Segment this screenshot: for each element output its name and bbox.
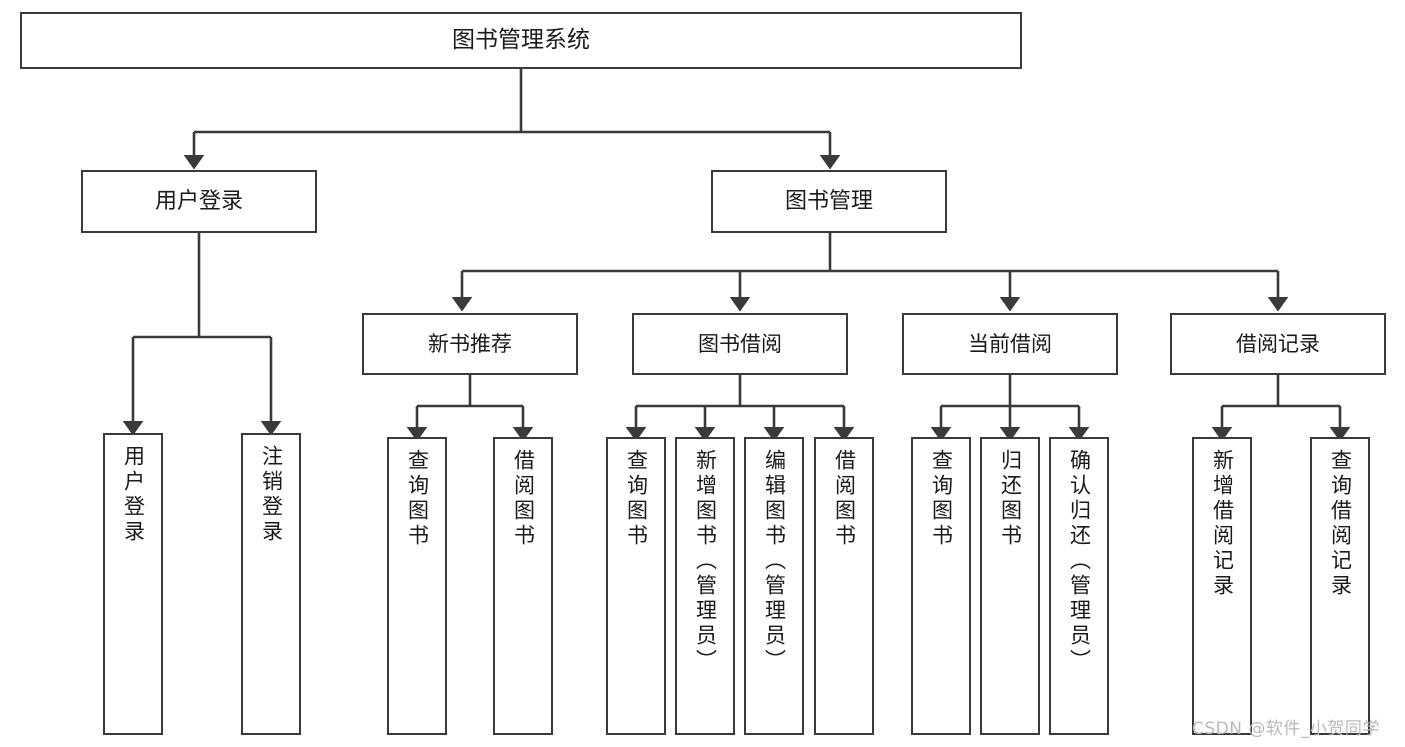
edge-root-to-tier2 [183,69,841,170]
node-label: 图书借阅 [698,331,782,356]
node-label: 用户登录 [121,445,146,545]
node-label: 确认归还（管理员） [1067,449,1092,674]
leaf-current-borrow-query-book[interactable]: 查询图书 [911,437,971,735]
node-root-library-management-system[interactable]: 图书管理系统 [20,12,1022,69]
node-borrowing-record[interactable]: 借阅记录 [1170,313,1386,375]
node-label: 新书推荐 [428,331,512,356]
node-label: 新增借阅记录 [1210,449,1235,599]
edge-currentborrow-to-leaves [930,375,1090,442]
edge-bookmgmt-to-tier3 [451,233,1289,312]
node-label: 图书管理 [784,188,873,214]
leaf-borrow-record-add-record[interactable]: 新增借阅记录 [1192,437,1252,735]
edge-borrowrecord-to-leaves [1211,375,1351,442]
leaf-user-login-login[interactable]: 用户登录 [103,433,163,735]
leaf-book-borrow-edit-book-admin[interactable]: 编辑图书（管理员） [744,437,804,735]
leaf-book-borrow-add-book-admin[interactable]: 新增图书（管理员） [675,437,735,735]
leaf-current-borrow-return-book[interactable]: 归还图书 [980,437,1040,735]
node-new-book-recommendation[interactable]: 新书推荐 [362,313,578,375]
edge-newbook-to-leaves [406,375,534,442]
node-current-borrowing[interactable]: 当前借阅 [902,313,1118,375]
leaf-new-book-query-book[interactable]: 查询图书 [387,437,447,735]
node-label: 图书管理系统 [452,26,590,53]
node-label: 新增图书（管理员） [693,449,718,674]
leaf-current-borrow-confirm-return-admin[interactable]: 确认归还（管理员） [1049,437,1109,735]
node-label: 查询图书 [929,449,954,549]
node-label: 注销登录 [259,445,284,545]
node-label: 借阅图书 [832,449,857,549]
node-label: 查询图书 [624,449,649,549]
node-label: 查询借阅记录 [1328,449,1353,599]
watermark-text: CSDN @软件_小贺同学 [1192,719,1380,739]
edge-userlogin-to-leaves [122,233,282,436]
node-label: 用户登录 [154,188,243,214]
node-book-management[interactable]: 图书管理 [711,170,947,233]
leaf-borrow-record-query-record[interactable]: 查询借阅记录 [1310,437,1370,735]
edge-bookborrow-to-leaves [625,375,855,442]
leaf-user-login-logout[interactable]: 注销登录 [241,433,301,735]
node-label: 查询图书 [405,449,430,549]
node-book-borrowing[interactable]: 图书借阅 [632,313,848,375]
node-label: 借阅记录 [1236,331,1320,356]
node-label: 归还图书 [998,449,1023,549]
node-label: 借阅图书 [511,449,536,549]
leaf-book-borrow-borrow-book[interactable]: 借阅图书 [814,437,874,735]
node-label: 编辑图书（管理员） [762,449,787,674]
leaf-new-book-borrow-book[interactable]: 借阅图书 [493,437,553,735]
node-label: 当前借阅 [968,331,1052,356]
leaf-book-borrow-query-book[interactable]: 查询图书 [606,437,666,735]
node-user-login[interactable]: 用户登录 [81,170,317,233]
